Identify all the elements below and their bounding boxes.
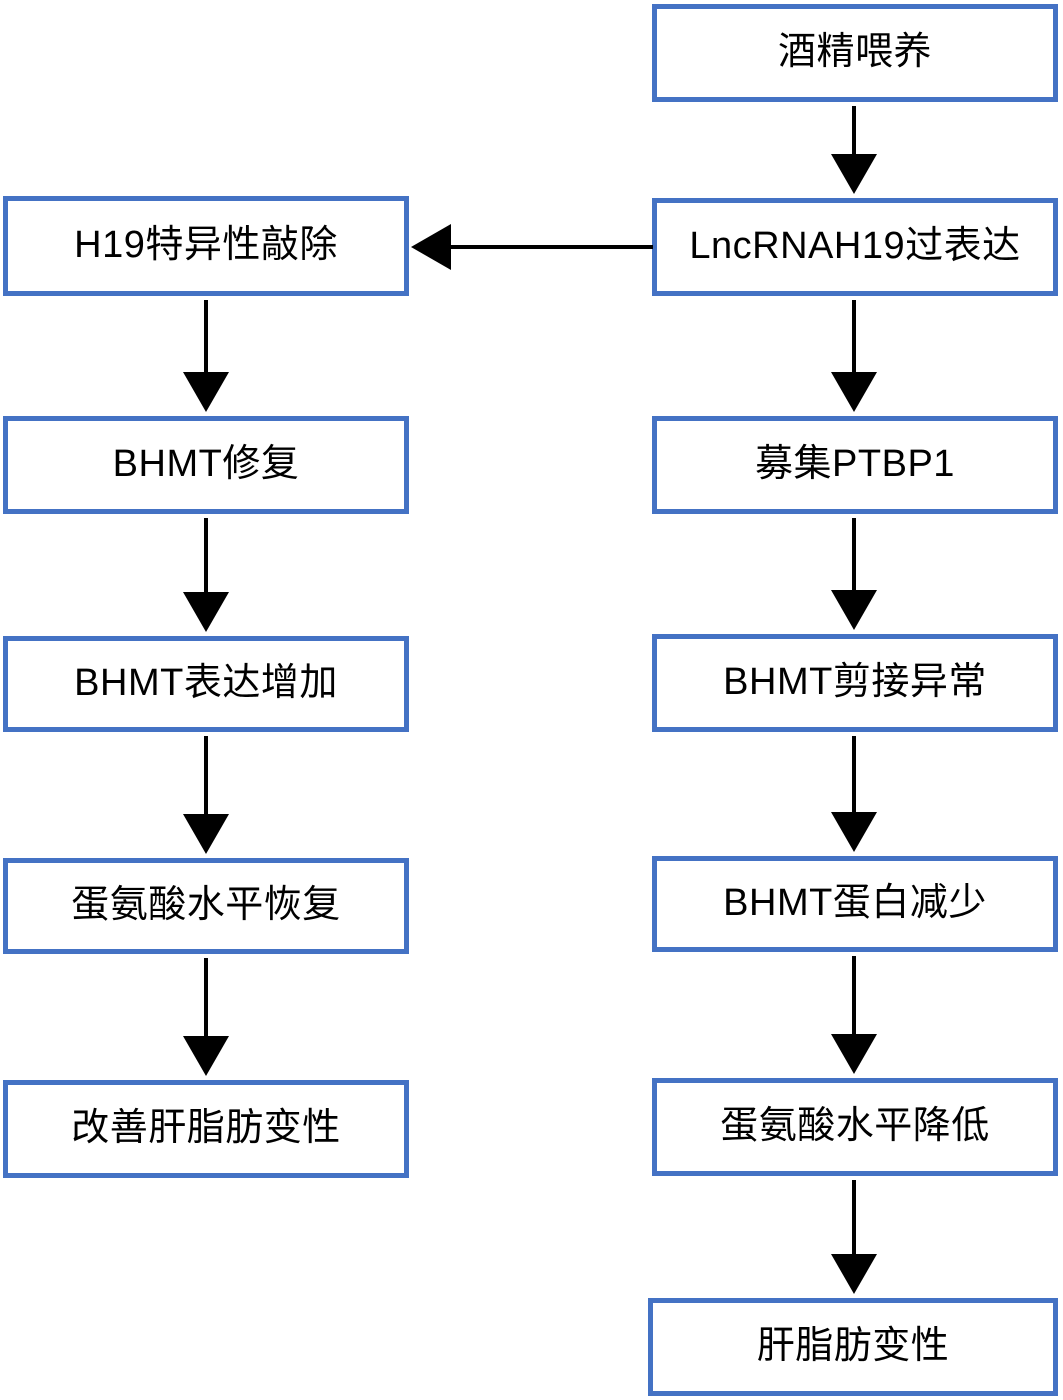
node-methionine-restored[interactable]: 蛋氨酸水平恢复 bbox=[3, 858, 409, 954]
arrow-bhmt-splicing-abnormal-to-bhmt-protein-down bbox=[831, 736, 877, 854]
node-bhmt-expression-up[interactable]: BHMT表达增加 bbox=[3, 636, 409, 732]
node-hepatic-steatosis[interactable]: 肝脂肪变性 bbox=[648, 1298, 1058, 1396]
node-label: 改善肝脂肪变性 bbox=[71, 1107, 341, 1150]
node-label: 酒精喂养 bbox=[777, 31, 932, 74]
node-label: 募集PTBP1 bbox=[755, 443, 955, 486]
node-label: LncRNAH19过表达 bbox=[689, 225, 1021, 268]
arrow-bhmt-protein-down-to-methionine-reduced bbox=[831, 956, 877, 1076]
arrow-h19-knockout-to-bhmt-repair bbox=[183, 300, 229, 414]
node-recruit-ptbp1[interactable]: 募集PTBP1 bbox=[652, 416, 1058, 514]
arrow-methionine-restored-to-improve-steatosis bbox=[183, 958, 229, 1078]
arrow-h19-overexpression-to-h19-knockout bbox=[411, 224, 653, 270]
node-label: 蛋氨酸水平降低 bbox=[720, 1105, 990, 1148]
node-label: BHMT修复 bbox=[112, 443, 300, 486]
node-label: H19特异性敲除 bbox=[74, 224, 338, 267]
node-label: BHMT剪接异常 bbox=[723, 661, 987, 704]
node-label: 蛋氨酸水平恢复 bbox=[71, 884, 341, 927]
node-methionine-reduced[interactable]: 蛋氨酸水平降低 bbox=[652, 1078, 1058, 1176]
arrow-bhmt-expression-up-to-methionine-restored bbox=[183, 736, 229, 856]
arrow-methionine-reduced-to-hepatic-steatosis bbox=[831, 1180, 877, 1296]
node-alcohol-feeding[interactable]: 酒精喂养 bbox=[652, 4, 1058, 102]
arrow-h19-overexpression-to-recruit-ptbp1 bbox=[831, 300, 877, 414]
node-h19-overexpression[interactable]: LncRNAH19过表达 bbox=[652, 198, 1058, 296]
node-bhmt-protein-down[interactable]: BHMT蛋白减少 bbox=[652, 856, 1058, 952]
arrow-recruit-ptbp1-to-bhmt-splicing-abnormal bbox=[831, 518, 877, 632]
node-bhmt-splicing-abnormal[interactable]: BHMT剪接异常 bbox=[652, 634, 1058, 732]
node-label: 肝脂肪变性 bbox=[756, 1325, 950, 1368]
arrow-alcohol-feeding-to-h19-overexpression bbox=[831, 106, 877, 194]
node-label: BHMT蛋白减少 bbox=[723, 882, 987, 925]
node-label: BHMT表达增加 bbox=[74, 662, 338, 705]
node-h19-knockout[interactable]: H19特异性敲除 bbox=[3, 196, 409, 296]
arrow-bhmt-repair-to-bhmt-expression-up bbox=[183, 518, 229, 634]
node-improve-steatosis[interactable]: 改善肝脂肪变性 bbox=[3, 1080, 409, 1178]
node-bhmt-repair[interactable]: BHMT修复 bbox=[3, 416, 409, 514]
